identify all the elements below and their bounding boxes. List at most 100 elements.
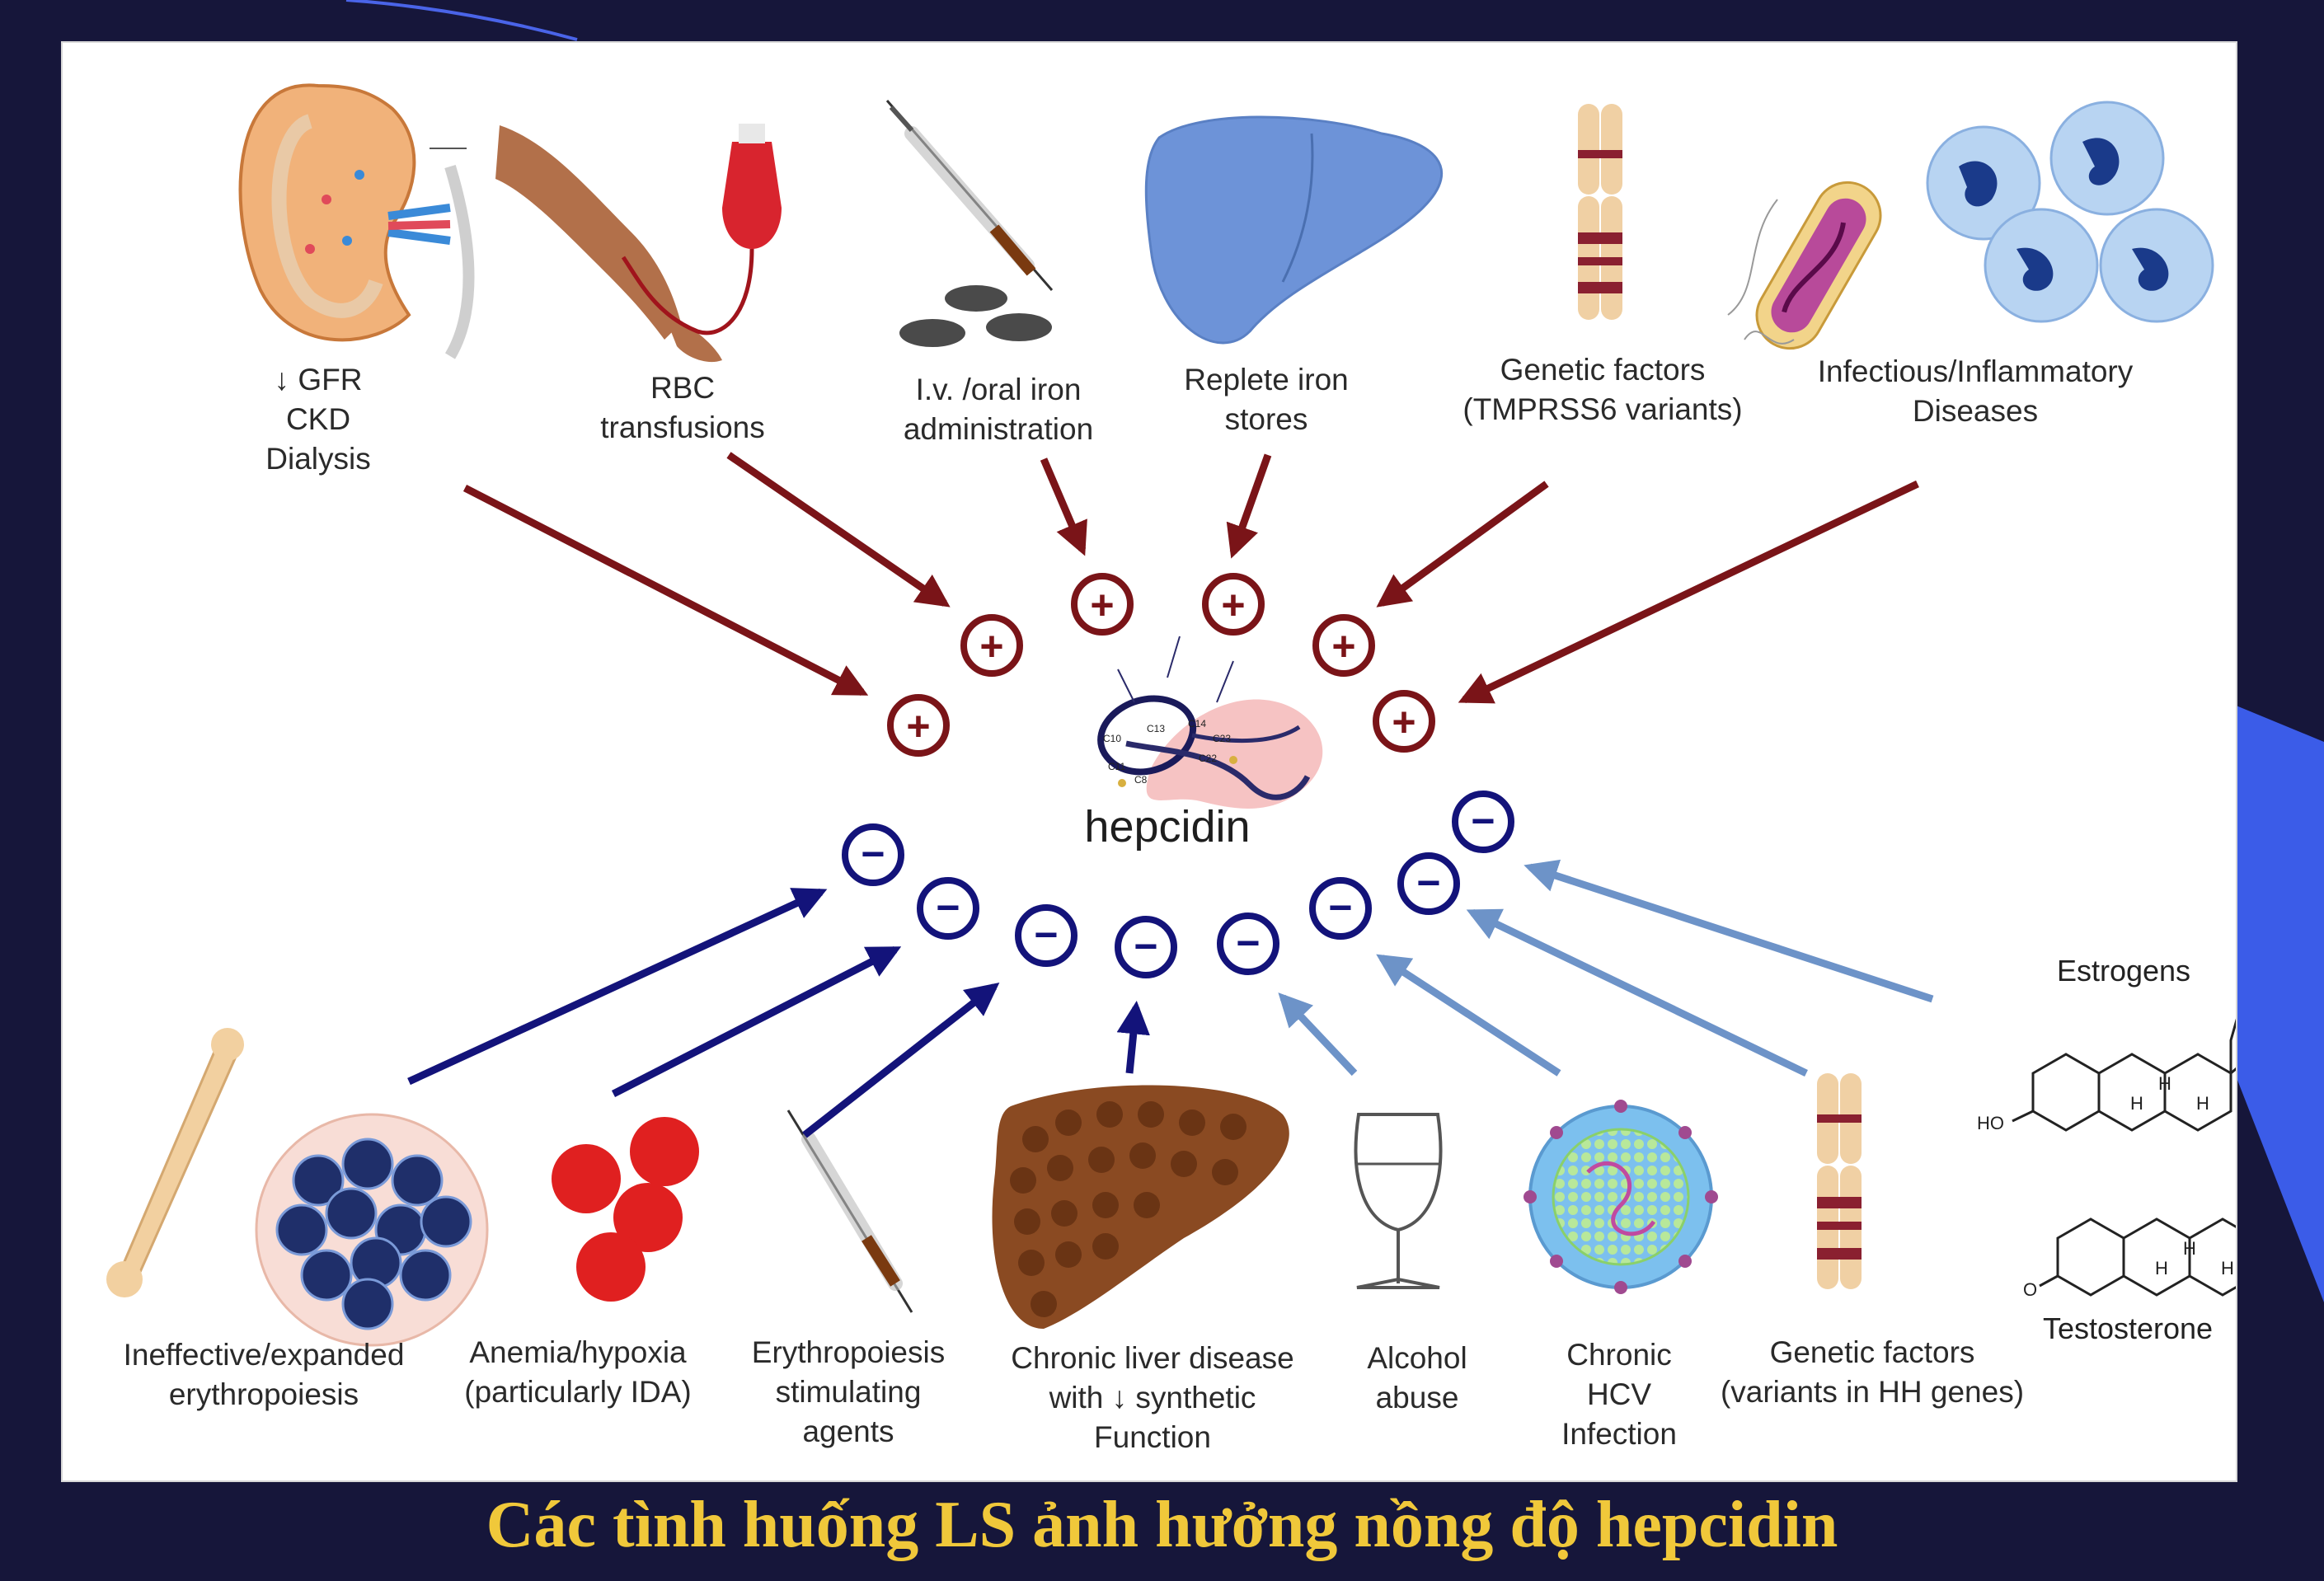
plus-sign: + xyxy=(960,614,1023,677)
transfusion-arm-icon xyxy=(495,124,782,363)
label-esa: Erythropoiesis stimulating agents xyxy=(752,1333,945,1452)
svg-text:−: − xyxy=(861,831,885,877)
h-label-3: H xyxy=(2196,1093,2209,1114)
minus-sign: − xyxy=(1309,877,1372,940)
decrease-arrows-light xyxy=(1278,859,1934,1077)
cirrhotic-liver-icon xyxy=(992,1085,1289,1329)
label-anemia: Anemia/hypoxia (particularly IDA) xyxy=(464,1333,692,1412)
plus-sign: + xyxy=(1202,573,1265,636)
label-line: transfusions xyxy=(600,410,765,444)
label-line: Dialysis xyxy=(265,442,371,476)
label-line: Genetic factors xyxy=(1769,1335,1975,1369)
h-label-5: H xyxy=(2183,1238,2196,1259)
label-line: administration xyxy=(903,412,1094,446)
label-alcohol: Alcohol abuse xyxy=(1367,1339,1467,1418)
bacterium-icon xyxy=(1727,181,1882,350)
top-swoosh-line xyxy=(345,0,578,41)
peptide-label-c14: C14 xyxy=(1188,718,1206,730)
label-line: Chronic xyxy=(1566,1338,1672,1372)
estrogens-label: Estrogens xyxy=(2057,954,2190,988)
label-line: erythropoiesis xyxy=(168,1377,359,1411)
hepcidin-structure-icon xyxy=(1097,636,1323,809)
label-genetic-tmprss6: Genetic factors (TMPRSS6 variants) xyxy=(1462,350,1742,429)
steroid-labels: Estrogens OH HO H H H OH O H H H Testost… xyxy=(1977,954,2234,1345)
kidney-icon xyxy=(238,83,475,359)
svg-text:+: + xyxy=(1331,623,1355,669)
svg-text:−: − xyxy=(1416,860,1440,906)
label-genetic-hh: Genetic factors (variants in HH genes) xyxy=(1721,1333,2024,1412)
hepcidin-regulation-diagram: Estrogens OH HO H H H OH O H H H Testost… xyxy=(106,83,2236,1347)
h-label-6: H xyxy=(2221,1258,2234,1278)
h-label-4: H xyxy=(2155,1258,2168,1278)
decrease-arrows-dark xyxy=(407,888,1150,1138)
minus-sign: − xyxy=(1452,790,1514,853)
plus-sign: + xyxy=(887,694,950,757)
label-line: Erythropoiesis xyxy=(751,1335,946,1369)
label-line: Infectious/Inflammatory xyxy=(1817,354,2134,388)
minus-sign: − xyxy=(917,877,979,940)
neutrophil-icon xyxy=(1926,101,2214,323)
label-iron-admin: I.v. /oral iron administration xyxy=(904,370,1093,449)
arrow-iron-admin xyxy=(1040,457,1087,556)
label-line: Replete iron xyxy=(1184,363,1349,396)
label-line: HCV xyxy=(1586,1377,1652,1411)
steroid-structure-icon xyxy=(2012,1018,2236,1297)
minus-sign: − xyxy=(1115,916,1177,978)
arrow-genetic-tmprss6 xyxy=(1376,481,1549,608)
testosterone-label: Testosterone xyxy=(2043,1311,2213,1345)
label-line: agents xyxy=(802,1414,894,1448)
peptide-label-c10: C10 xyxy=(1103,733,1121,744)
minus-sign: − xyxy=(1217,912,1279,975)
label-line: Genetic factors xyxy=(1500,353,1706,387)
peptide-label-c13: C13 xyxy=(1147,723,1165,734)
label-line: Diseases xyxy=(1912,394,2039,428)
arrow-hormones xyxy=(1524,859,1934,1003)
arrow-infection xyxy=(1458,480,1919,704)
hepcidin-label: hepcidin xyxy=(1084,802,1251,851)
label-line: CKD xyxy=(285,402,351,436)
peptide-label-c23: C23 xyxy=(1213,733,1231,744)
label-line: I.v. /oral iron xyxy=(915,373,1082,406)
svg-text:−: − xyxy=(1236,920,1260,966)
arrow-gfr xyxy=(462,484,869,697)
plus-sign: + xyxy=(1071,573,1134,636)
svg-text:−: − xyxy=(1471,798,1495,844)
label-line: stimulating xyxy=(775,1375,922,1409)
label-line: Alcohol xyxy=(1367,1341,1467,1375)
svg-text:+: + xyxy=(1221,582,1245,628)
minus-sign: − xyxy=(1397,852,1460,915)
label-line: (TMPRSS6 variants) xyxy=(1462,392,1743,426)
label-iron-stores: Replete iron stores xyxy=(1184,360,1349,439)
label-line: RBC xyxy=(650,371,716,405)
label-liver-disease: Chronic liver disease with ↓ synthetic F… xyxy=(1011,1339,1293,1457)
minus-sign: − xyxy=(842,823,904,886)
label-line: abuse xyxy=(1375,1381,1459,1414)
red-blood-cells-icon xyxy=(552,1117,699,1302)
slide-caption: Các tình huống LS ảnh hưởng nồng độ hepc… xyxy=(486,1489,1838,1561)
minus-sign: − xyxy=(1015,904,1077,967)
wine-glass-icon xyxy=(1354,1113,1443,1289)
svg-text:−: − xyxy=(1134,923,1157,969)
h-label-2: H xyxy=(2158,1073,2171,1094)
iron-pills-icon xyxy=(899,285,1052,347)
arrow-rbc xyxy=(726,452,951,608)
label-line: (particularly IDA) xyxy=(464,1375,692,1409)
label-line: Anemia/hypoxia xyxy=(469,1335,687,1369)
arrow-anemia xyxy=(611,945,902,1098)
label-hcv: Chronic HCV Infection xyxy=(1561,1335,1677,1454)
svg-text:+: + xyxy=(979,623,1003,669)
svg-text:−: − xyxy=(1328,884,1352,931)
arrow-liver-disease xyxy=(1116,1000,1150,1074)
chromosome-hh-icon xyxy=(1817,1073,1862,1289)
arrow-esa xyxy=(802,983,1000,1138)
svg-text:−: − xyxy=(936,884,960,931)
liver-icon xyxy=(1144,115,1443,345)
peptide-label-c8: C8 xyxy=(1134,774,1148,786)
syringe-icon xyxy=(885,100,1054,291)
arrow-iron-stores xyxy=(1226,453,1272,559)
label-line: (variants in HH genes) xyxy=(1720,1375,2025,1409)
chromosome-icon xyxy=(1578,104,1622,320)
peptide-labels: C10 C13 C14 C23 C11 C22 C8 xyxy=(1103,718,1231,786)
svg-text:+: + xyxy=(906,703,930,749)
